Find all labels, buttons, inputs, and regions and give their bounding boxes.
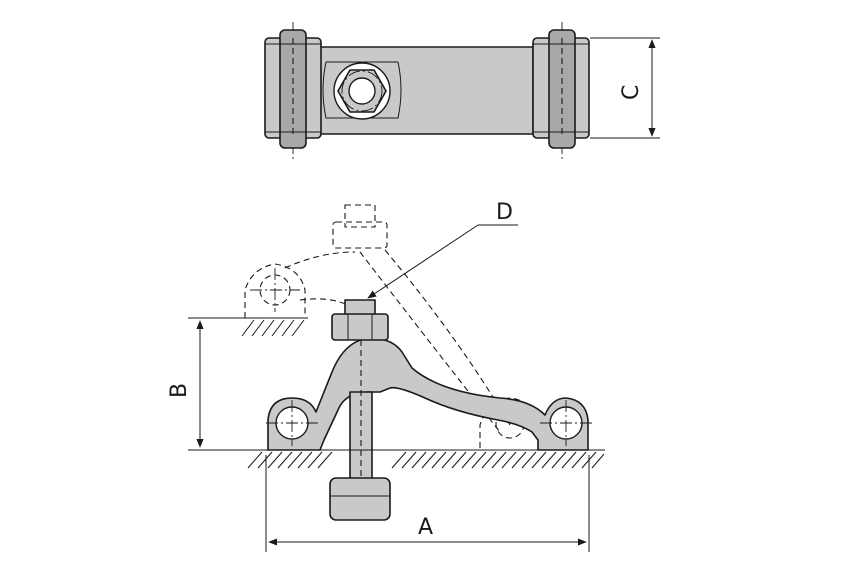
base-surface-hatch bbox=[247, 451, 605, 469]
dim-c-label: C bbox=[619, 85, 644, 100]
top-nut-pitch-circle bbox=[341, 70, 383, 112]
side-view: B A D bbox=[167, 200, 605, 552]
phantom-ledge-hatch bbox=[241, 319, 305, 337]
dim-a-label: A bbox=[418, 515, 433, 540]
swivel-foot-pad bbox=[329, 477, 391, 521]
top-stud-end bbox=[348, 77, 376, 105]
main-clamp-arm bbox=[267, 337, 589, 451]
dim-d-leader-arrow bbox=[367, 224, 479, 299]
phantom-arm-lower-right bbox=[359, 251, 501, 433]
phantom-arm-lower-left bbox=[299, 298, 351, 307]
top-slot-right-edge bbox=[388, 61, 402, 119]
phantom-arm-upper-left bbox=[284, 251, 356, 269]
dim-b-label: B bbox=[167, 383, 192, 398]
top-view: C bbox=[264, 22, 660, 160]
phantom-pivot-block bbox=[244, 263, 306, 318]
dim-d-label: D bbox=[496, 200, 513, 225]
hex-nut bbox=[331, 313, 389, 341]
top-slot-left-edge bbox=[322, 61, 336, 119]
phantom-stud-top bbox=[344, 204, 376, 228]
phantom-nut bbox=[332, 221, 388, 249]
